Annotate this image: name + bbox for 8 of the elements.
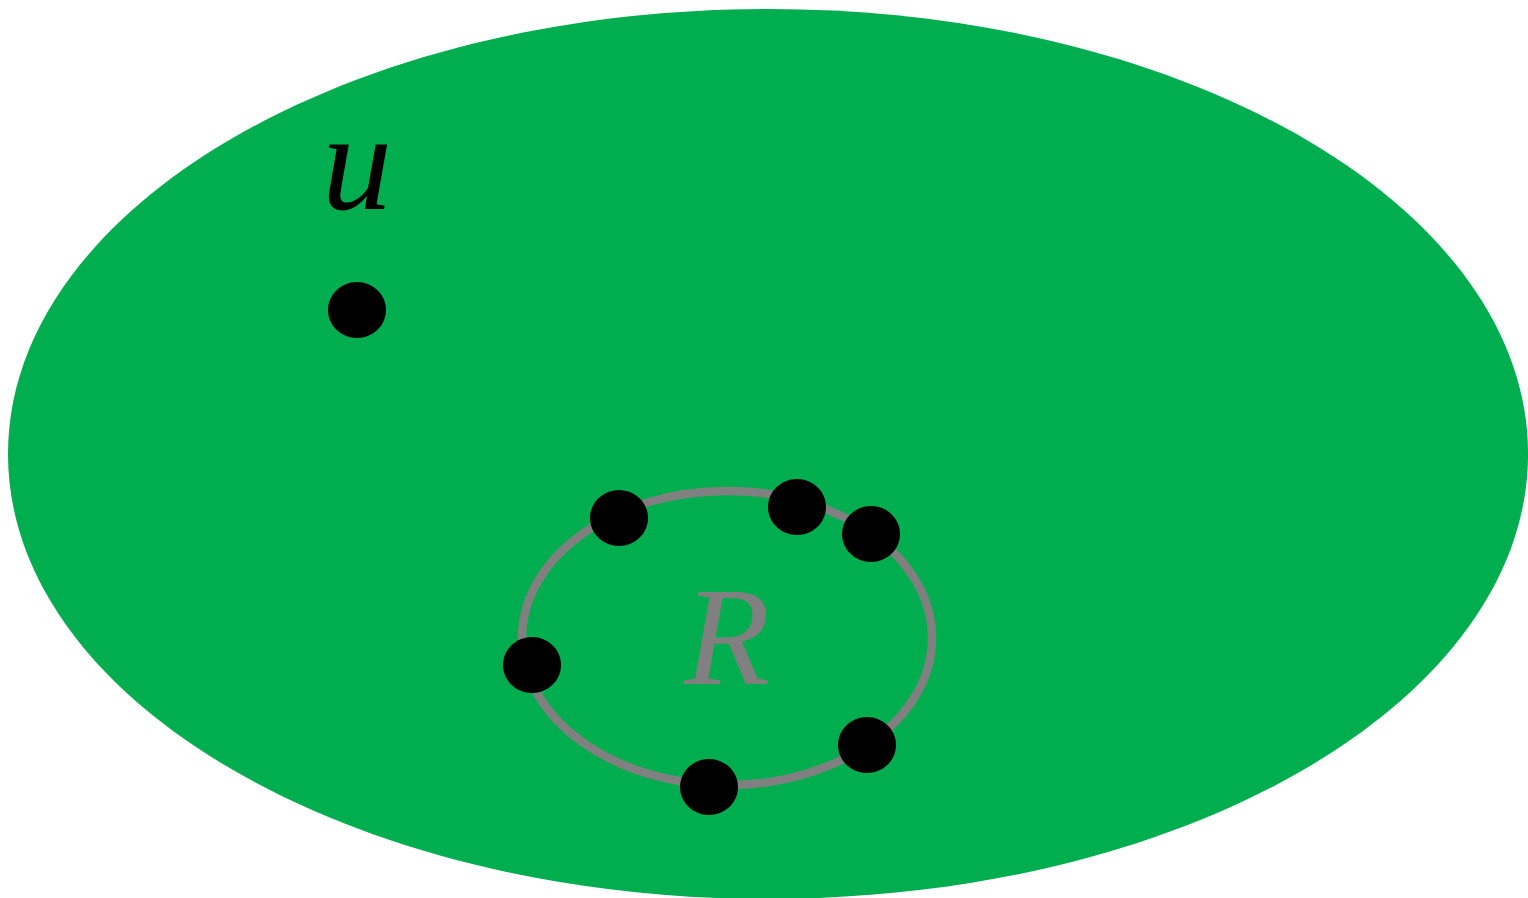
vertex-dot [328,282,386,338]
vertex-dot [842,506,900,562]
vertex-label: u [328,144,388,211]
vertex-dot [838,717,896,773]
vertex-dot [768,479,826,535]
vertex-dot [503,637,561,693]
vertex-dot [680,759,738,815]
vertex-dot [590,490,648,546]
